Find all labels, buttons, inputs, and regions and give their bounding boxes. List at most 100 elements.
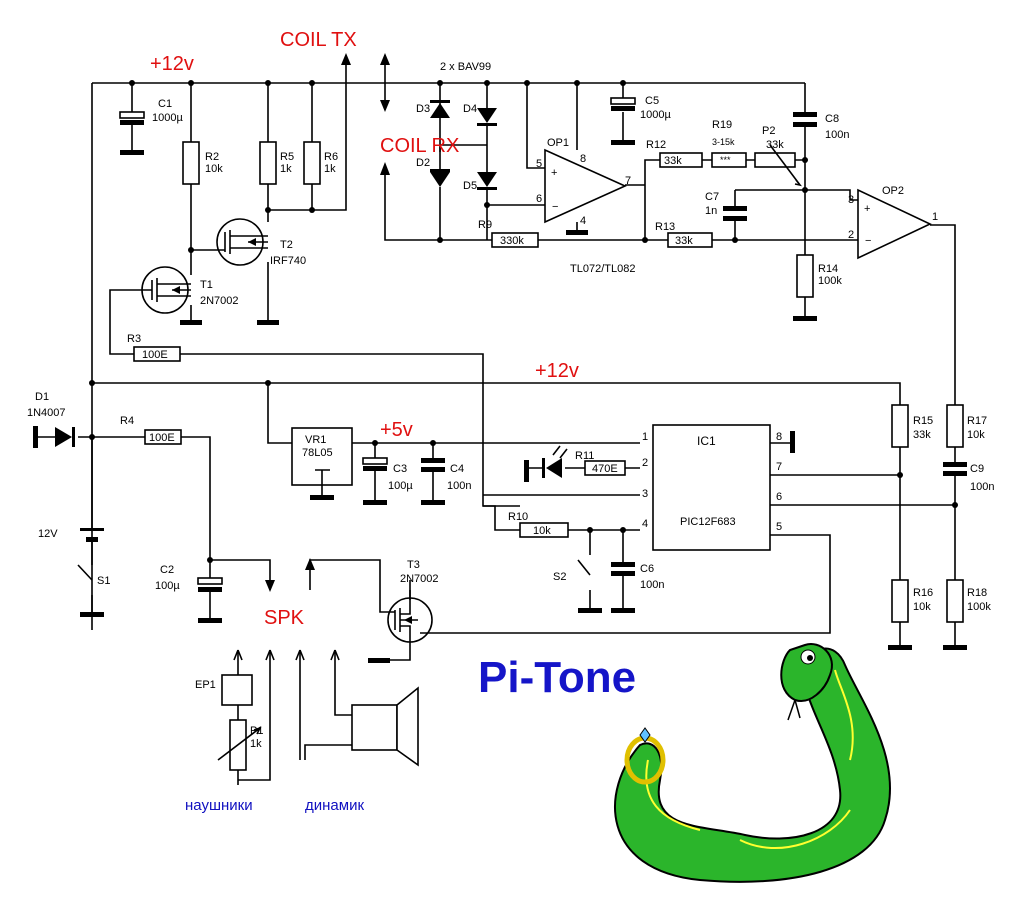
earphone — [221, 674, 253, 706]
svg-text:100n: 100n — [970, 481, 994, 493]
svg-text:330k: 330k — [500, 235, 524, 247]
svg-text:IC1: IC1 — [697, 434, 716, 448]
svg-text:8: 8 — [580, 153, 586, 165]
battery — [80, 528, 104, 542]
diodes — [55, 100, 568, 478]
resistor-r10 — [519, 522, 569, 538]
svg-text:−: − — [865, 235, 871, 247]
svg-text:1000µ: 1000µ — [152, 112, 183, 124]
svg-text:R5: R5 — [280, 151, 294, 163]
svg-text:S1: S1 — [97, 575, 110, 587]
svg-text:100k: 100k — [967, 601, 991, 613]
transistors — [141, 218, 433, 643]
potentiometer-p2 — [754, 152, 796, 168]
svg-text:1k: 1k — [324, 163, 336, 175]
resistor-r11 — [584, 460, 626, 476]
svg-text:D2: D2 — [416, 157, 430, 169]
svg-text:2: 2 — [642, 457, 648, 469]
svg-text:R2: R2 — [205, 151, 219, 163]
spk-label: SPK — [264, 607, 305, 629]
resistor-r14 — [796, 254, 814, 298]
pin-numbers: 5 8 6 4 7 3 2 1 1 2 3 4 8 7 6 5 — [536, 153, 938, 533]
svg-text:P1: P1 — [250, 725, 263, 737]
svg-text:VR1: VR1 — [305, 434, 326, 446]
diodes-note: 2 x BAV99 — [440, 61, 491, 73]
svg-text:2N7002: 2N7002 — [200, 295, 239, 307]
svg-text:T2: T2 — [280, 239, 293, 251]
svg-text:C9: C9 — [970, 463, 984, 475]
svg-text:T1: T1 — [200, 279, 213, 291]
svg-text:IRF740: IRF740 — [270, 255, 306, 267]
resistors — [133, 141, 964, 771]
coil-tx-label: COIL TX — [280, 29, 357, 51]
capacitors — [119, 97, 967, 592]
svg-text:C4: C4 — [450, 463, 464, 475]
svg-text:3: 3 — [848, 194, 854, 206]
svg-text:33k: 33k — [766, 139, 784, 151]
resistor-r2 — [182, 141, 200, 185]
resistor-r19 — [711, 152, 747, 168]
svg-text:1000µ: 1000µ — [640, 109, 671, 121]
svg-text:1: 1 — [932, 211, 938, 223]
svg-text:100E: 100E — [149, 432, 175, 444]
svg-text:1k: 1k — [250, 738, 262, 750]
svg-text:PIC12F683: PIC12F683 — [680, 516, 736, 528]
headphones-label: наушники — [185, 797, 253, 814]
coil-rx-label: COIL RX — [380, 135, 459, 157]
svg-text:P2: P2 — [762, 125, 775, 137]
speaker-symbol — [351, 686, 419, 767]
coil-arrows — [233, 53, 390, 661]
svg-text:6: 6 — [536, 193, 542, 205]
svg-text:OP2: OP2 — [882, 185, 904, 197]
svg-text:2: 2 — [848, 229, 854, 241]
opamp-note: TL072/TL082 — [570, 263, 635, 275]
net-label-5v: +5v — [380, 419, 413, 441]
speaker-label: динамик — [305, 797, 364, 814]
svg-text:+: + — [864, 203, 870, 215]
svg-text:R6: R6 — [324, 151, 338, 163]
svg-text:R16: R16 — [913, 587, 933, 599]
svg-text:5: 5 — [776, 521, 782, 533]
resistor-r12 — [659, 152, 703, 168]
svg-text:2N7002: 2N7002 — [400, 573, 439, 585]
svg-text:C2: C2 — [160, 564, 174, 576]
resistor-r6 — [303, 141, 321, 185]
svg-text:R10: R10 — [508, 511, 528, 523]
svg-text:1n: 1n — [705, 205, 717, 217]
svg-text:470E: 470E — [592, 463, 618, 475]
svg-text:R18: R18 — [967, 587, 987, 599]
svg-text:100k: 100k — [818, 275, 842, 287]
svg-text:EP1: EP1 — [195, 679, 216, 691]
svg-text:33k: 33k — [664, 155, 682, 167]
svg-text:OP1: OP1 — [547, 137, 569, 149]
ground-symbols — [33, 140, 967, 663]
svg-text:R9: R9 — [478, 219, 492, 231]
svg-text:100µ: 100µ — [388, 480, 413, 492]
resistor-r9 — [491, 232, 539, 248]
svg-text:R15: R15 — [913, 415, 933, 427]
svg-text:4: 4 — [642, 518, 648, 530]
svg-text:10k: 10k — [913, 601, 931, 613]
svg-text:R3: R3 — [127, 333, 141, 345]
resistor-r15 — [891, 404, 909, 448]
opamp-op1 — [544, 148, 627, 224]
svg-text:100n: 100n — [447, 480, 471, 492]
resistor-r5 — [259, 141, 277, 185]
svg-text:R19: R19 — [712, 119, 732, 131]
svg-text:R14: R14 — [818, 263, 838, 275]
ic-pic12f683 — [652, 424, 771, 551]
svg-text:100n: 100n — [825, 129, 849, 141]
svg-text:D3: D3 — [416, 103, 430, 115]
page-title: Pi-Tone — [478, 653, 636, 702]
resistor-r18 — [946, 579, 964, 623]
svg-text:7: 7 — [776, 461, 782, 473]
svg-text:1N4007: 1N4007 — [27, 407, 66, 419]
opamp-op2 — [857, 188, 932, 260]
resistor-r16 — [891, 579, 909, 623]
battery-label: 12V — [38, 528, 58, 540]
svg-text:C1: C1 — [158, 98, 172, 110]
svg-text:C6: C6 — [640, 563, 654, 575]
